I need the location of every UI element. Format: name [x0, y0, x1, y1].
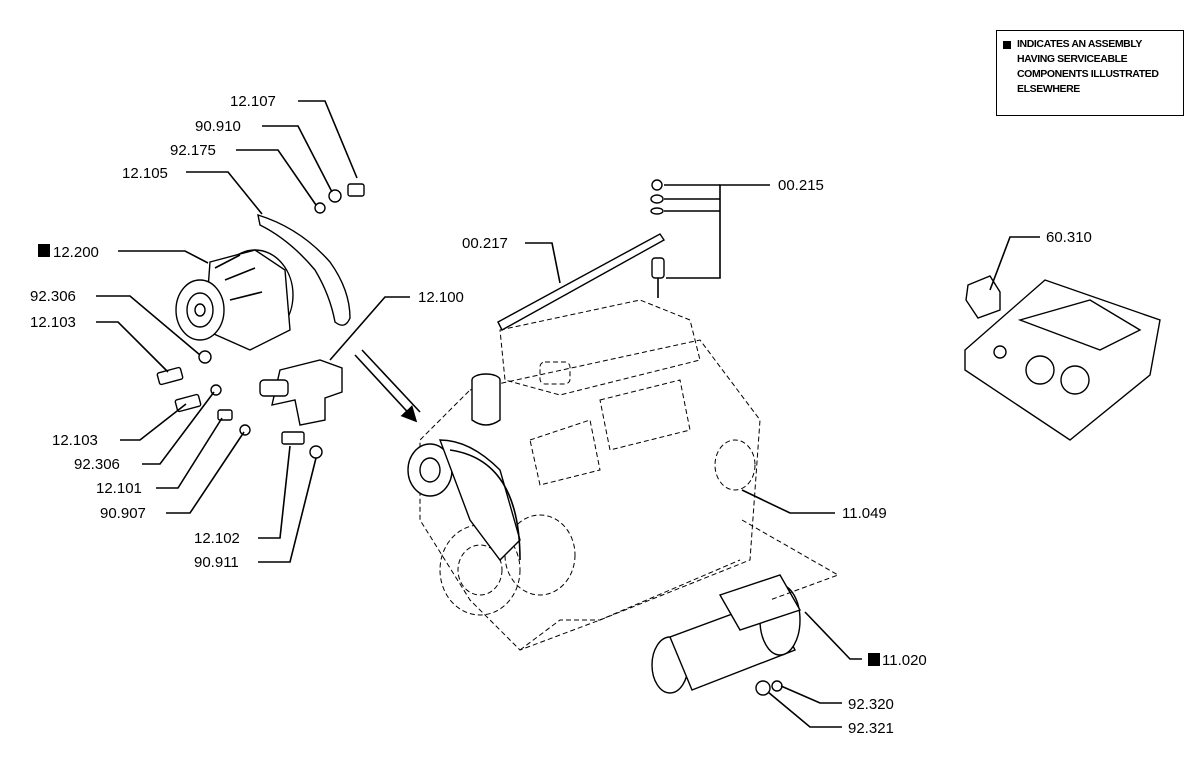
callout-11-049: 11.049 — [842, 505, 887, 522]
callout-11-020: 11.020 — [882, 652, 927, 669]
callout-12-100: 12.100 — [418, 289, 464, 306]
callout-92-175: 92.175 — [170, 142, 216, 159]
instrument-panel — [964, 275, 1161, 441]
assembly-marker-icon — [868, 653, 880, 666]
callout-12-200: 12.200 — [53, 244, 99, 261]
callout-12-101: 12.101 — [96, 480, 142, 497]
alternator — [175, 249, 294, 351]
legend-line-3: COMPONENTS ILLUSTRATED — [1017, 68, 1159, 80]
assembly-marker-icon — [1003, 41, 1011, 49]
callout-90-911: 90.911 — [194, 554, 239, 571]
legend-box: INDICATES AN ASSEMBLY HAVING SERVICEABLE… — [996, 30, 1184, 116]
leader-lines — [96, 100, 1040, 728]
callout-12-107: 12.107 — [230, 93, 276, 110]
engine-block — [407, 299, 761, 651]
callout-92-306-lower: 92.306 — [74, 456, 120, 473]
temperature-sender — [650, 179, 665, 298]
assembly-marker-icon — [38, 244, 50, 257]
callout-60-310: 60.310 — [1046, 229, 1092, 246]
callout-00-217: 00.217 — [462, 235, 508, 252]
callout-00-215: 00.215 — [778, 177, 824, 194]
callout-90-910: 90.910 — [195, 118, 241, 135]
callout-90-907: 90.907 — [100, 505, 146, 522]
callout-92-320: 92.320 — [848, 696, 894, 713]
mounting-bracket — [271, 359, 343, 426]
callout-92-306: 92.306 — [30, 288, 76, 305]
legend-line-1: INDICATES AN ASSEMBLY — [1017, 38, 1143, 50]
callout-12-105: 12.105 — [122, 165, 168, 182]
callout-92-321: 92.321 — [848, 720, 894, 737]
gasket — [497, 233, 666, 331]
starter-motor — [651, 574, 802, 696]
callout-12-102: 12.102 — [194, 530, 240, 547]
callout-labels: 12.107 90.910 92.175 12.105 12.200 92.30… — [30, 93, 1092, 737]
callout-12-103-lower: 12.103 — [52, 432, 98, 449]
adjuster-strap — [257, 213, 351, 326]
callout-12-103: 12.103 — [30, 314, 76, 331]
legend-line-2: HAVING SERVICEABLE — [1017, 53, 1128, 65]
legend-line-4: ELSEWHERE — [1017, 83, 1080, 95]
